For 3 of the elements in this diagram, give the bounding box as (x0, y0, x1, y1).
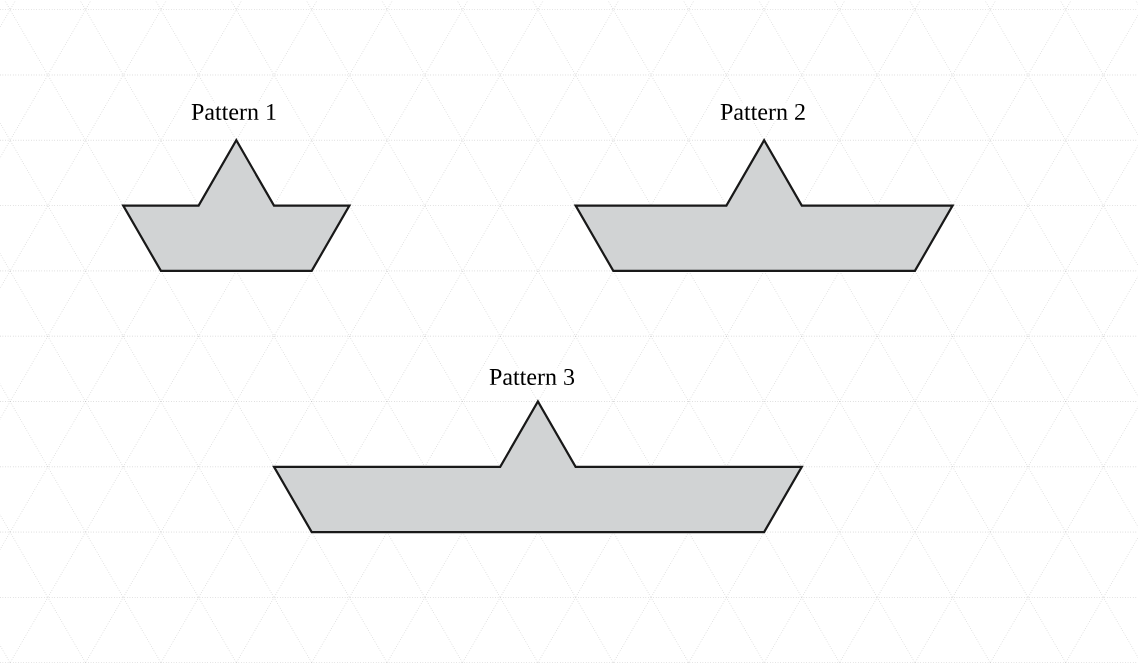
pattern-label: Pattern 3 (488, 367, 576, 387)
pattern-label: Pattern 2 (719, 102, 807, 122)
pattern-label: Pattern 1 (190, 102, 278, 122)
